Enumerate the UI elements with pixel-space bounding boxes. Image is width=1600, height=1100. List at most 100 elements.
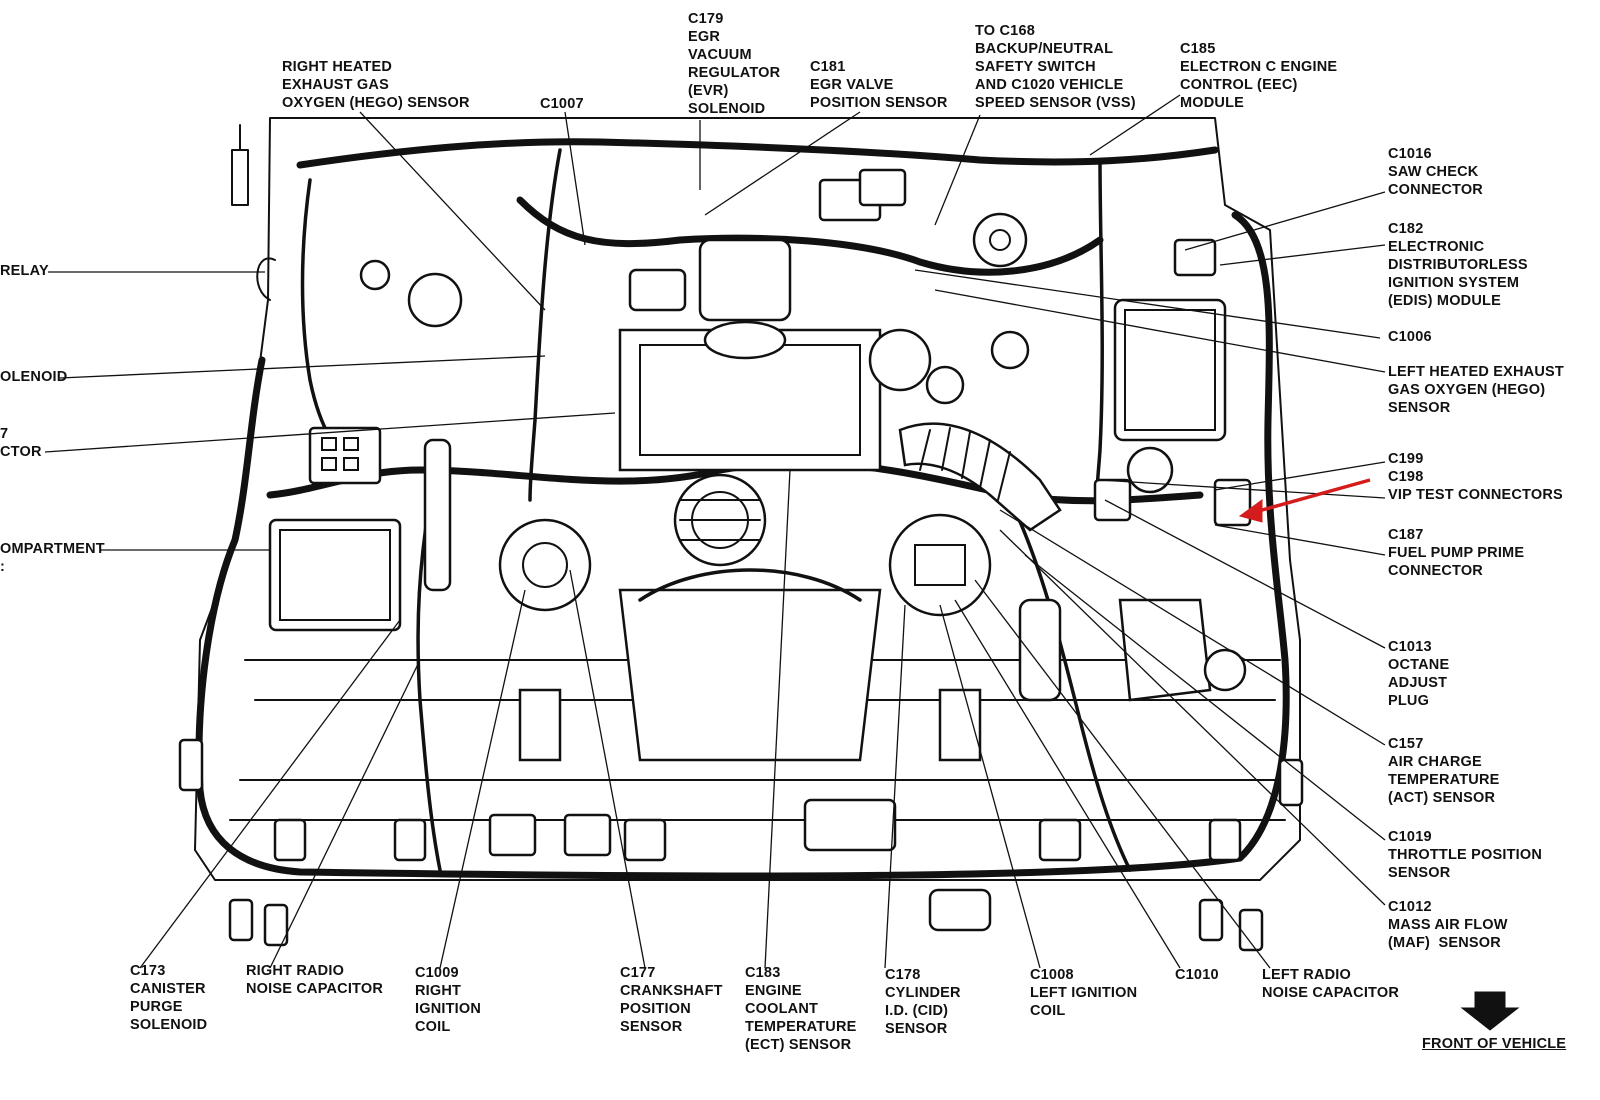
- label-line: C181: [810, 59, 846, 75]
- label-c199: C199: [1388, 450, 1423, 468]
- label-line: VACUUM: [688, 47, 752, 63]
- label-line: LEFT RADIO: [1262, 967, 1351, 983]
- label-line: NOISE CAPACITOR: [1262, 985, 1400, 1001]
- coil-packs: [498, 513, 992, 617]
- label-line: CONTROL (EEC): [1180, 77, 1298, 93]
- label-line: BACKUP/NEUTRAL: [975, 41, 1114, 57]
- label-line: 7: [0, 426, 9, 442]
- highlight-arrow: [1238, 478, 1371, 523]
- label-line: I.D. (CID): [885, 1003, 949, 1019]
- label-line: CRANKSHAFT: [620, 983, 723, 999]
- label-relay: RELAY: [0, 262, 49, 280]
- label-line: TEMPERATURE: [745, 1019, 857, 1035]
- label-line: ELECTRON C ENGINE: [1180, 59, 1338, 75]
- label-line: VIP TEST CONNECTORS: [1388, 487, 1563, 503]
- label-line: FRONT OF VEHICLE: [1422, 1036, 1567, 1052]
- label-line: RELAY: [0, 263, 49, 279]
- label-line: LEFT IGNITION: [1030, 985, 1138, 1001]
- label-line: TEMPERATURE: [1388, 772, 1500, 788]
- down-arrow-icon: [1460, 991, 1520, 1031]
- label-line: C1012: [1388, 899, 1432, 915]
- label-line: SAFETY SWITCH: [975, 59, 1096, 75]
- label-line: (ECT) SENSOR: [745, 1037, 852, 1053]
- label-c1006: C1006: [1388, 328, 1432, 346]
- label-line: SAW CHECK: [1388, 164, 1479, 180]
- label-line: PLUG: [1388, 693, 1430, 709]
- label-line: SENSOR: [1388, 865, 1451, 881]
- label-line: RIGHT: [415, 983, 462, 999]
- label-line: :: [0, 559, 6, 575]
- label-line: C1007: [540, 96, 584, 112]
- label-compartment: OMPARTMENT:: [0, 540, 105, 576]
- label-line: LEFT HEATED EXHAUST: [1388, 364, 1564, 380]
- label-line: RIGHT HEATED: [282, 59, 393, 75]
- label-line: RIGHT RADIO: [246, 963, 345, 979]
- label-line: CONNECTOR: [1388, 182, 1483, 198]
- main-harness: [195, 138, 1290, 880]
- label-line: C157: [1388, 736, 1424, 752]
- label-line: IGNITION: [415, 1001, 482, 1017]
- label-line: C199: [1388, 451, 1424, 467]
- label-line: OLENOID: [0, 369, 68, 385]
- label-line: SENSOR: [1388, 400, 1451, 416]
- label-c1007: C1007: [540, 95, 584, 113]
- label-front-of-vehicle: FRONT OF VEHICLE: [1422, 1035, 1566, 1053]
- label-line: CYLINDER: [885, 985, 961, 1001]
- label-left-hego: LEFT HEATED EXHAUST GAS OXYGEN (HEGO) SENS…: [1388, 363, 1564, 417]
- label-line: SOLENOID: [130, 1017, 208, 1033]
- label-line: SENSOR: [620, 1019, 683, 1035]
- label-line: REGULATOR: [688, 65, 781, 81]
- label-line: SPEED SENSOR (VSS): [975, 95, 1136, 111]
- label-line: EXHAUST GAS: [282, 77, 389, 93]
- label-line: OMPARTMENT: [0, 541, 105, 557]
- label-line: (EDIS) MODULE: [1388, 293, 1501, 309]
- label-left-radio: LEFT RADIO NOISE CAPACITOR: [1262, 966, 1399, 1002]
- label-line: C1010: [1175, 967, 1219, 983]
- label-line: OCTANE: [1388, 657, 1450, 673]
- label-line: SOLENOID: [688, 101, 766, 117]
- label-line: CTOR: [0, 444, 42, 460]
- label-line: IGNITION SYSTEM: [1388, 275, 1520, 291]
- label-line: C183: [745, 965, 781, 981]
- center-components: [488, 178, 1062, 862]
- label-line: (MAF) SENSOR: [1388, 935, 1501, 951]
- label-line: AND C1020 VEHICLE: [975, 77, 1124, 93]
- label-line: ADJUST: [1388, 675, 1448, 691]
- label-line: DISTRIBUTORLESS: [1388, 257, 1528, 273]
- label-line: C1013: [1388, 639, 1432, 655]
- label-c1010: C1010: [1175, 966, 1219, 984]
- label-line: SENSOR: [885, 1021, 948, 1037]
- label-line: MASS AIR FLOW: [1388, 917, 1508, 933]
- label-line: C185: [1180, 41, 1216, 57]
- label-line: EGR: [688, 29, 721, 45]
- label-line: C177: [620, 965, 656, 981]
- label-line: CANISTER: [130, 981, 206, 997]
- label-line: MODULE: [1180, 95, 1245, 111]
- label-line: AIR CHARGE: [1388, 754, 1482, 770]
- label-right-hego: RIGHT HEATED EXHAUST GAS OXYGEN (HEGO) SEN…: [282, 58, 470, 112]
- label-line: (ACT) SENSOR: [1388, 790, 1496, 806]
- label-line: COOLANT: [745, 1001, 819, 1017]
- label-line: EGR VALVE: [810, 77, 894, 93]
- label-line: OXYGEN (HEGO) SENSOR: [282, 95, 470, 111]
- label-line: C1016: [1388, 146, 1432, 162]
- left-components: [178, 124, 463, 947]
- label-line: GAS OXYGEN (HEGO): [1388, 382, 1546, 398]
